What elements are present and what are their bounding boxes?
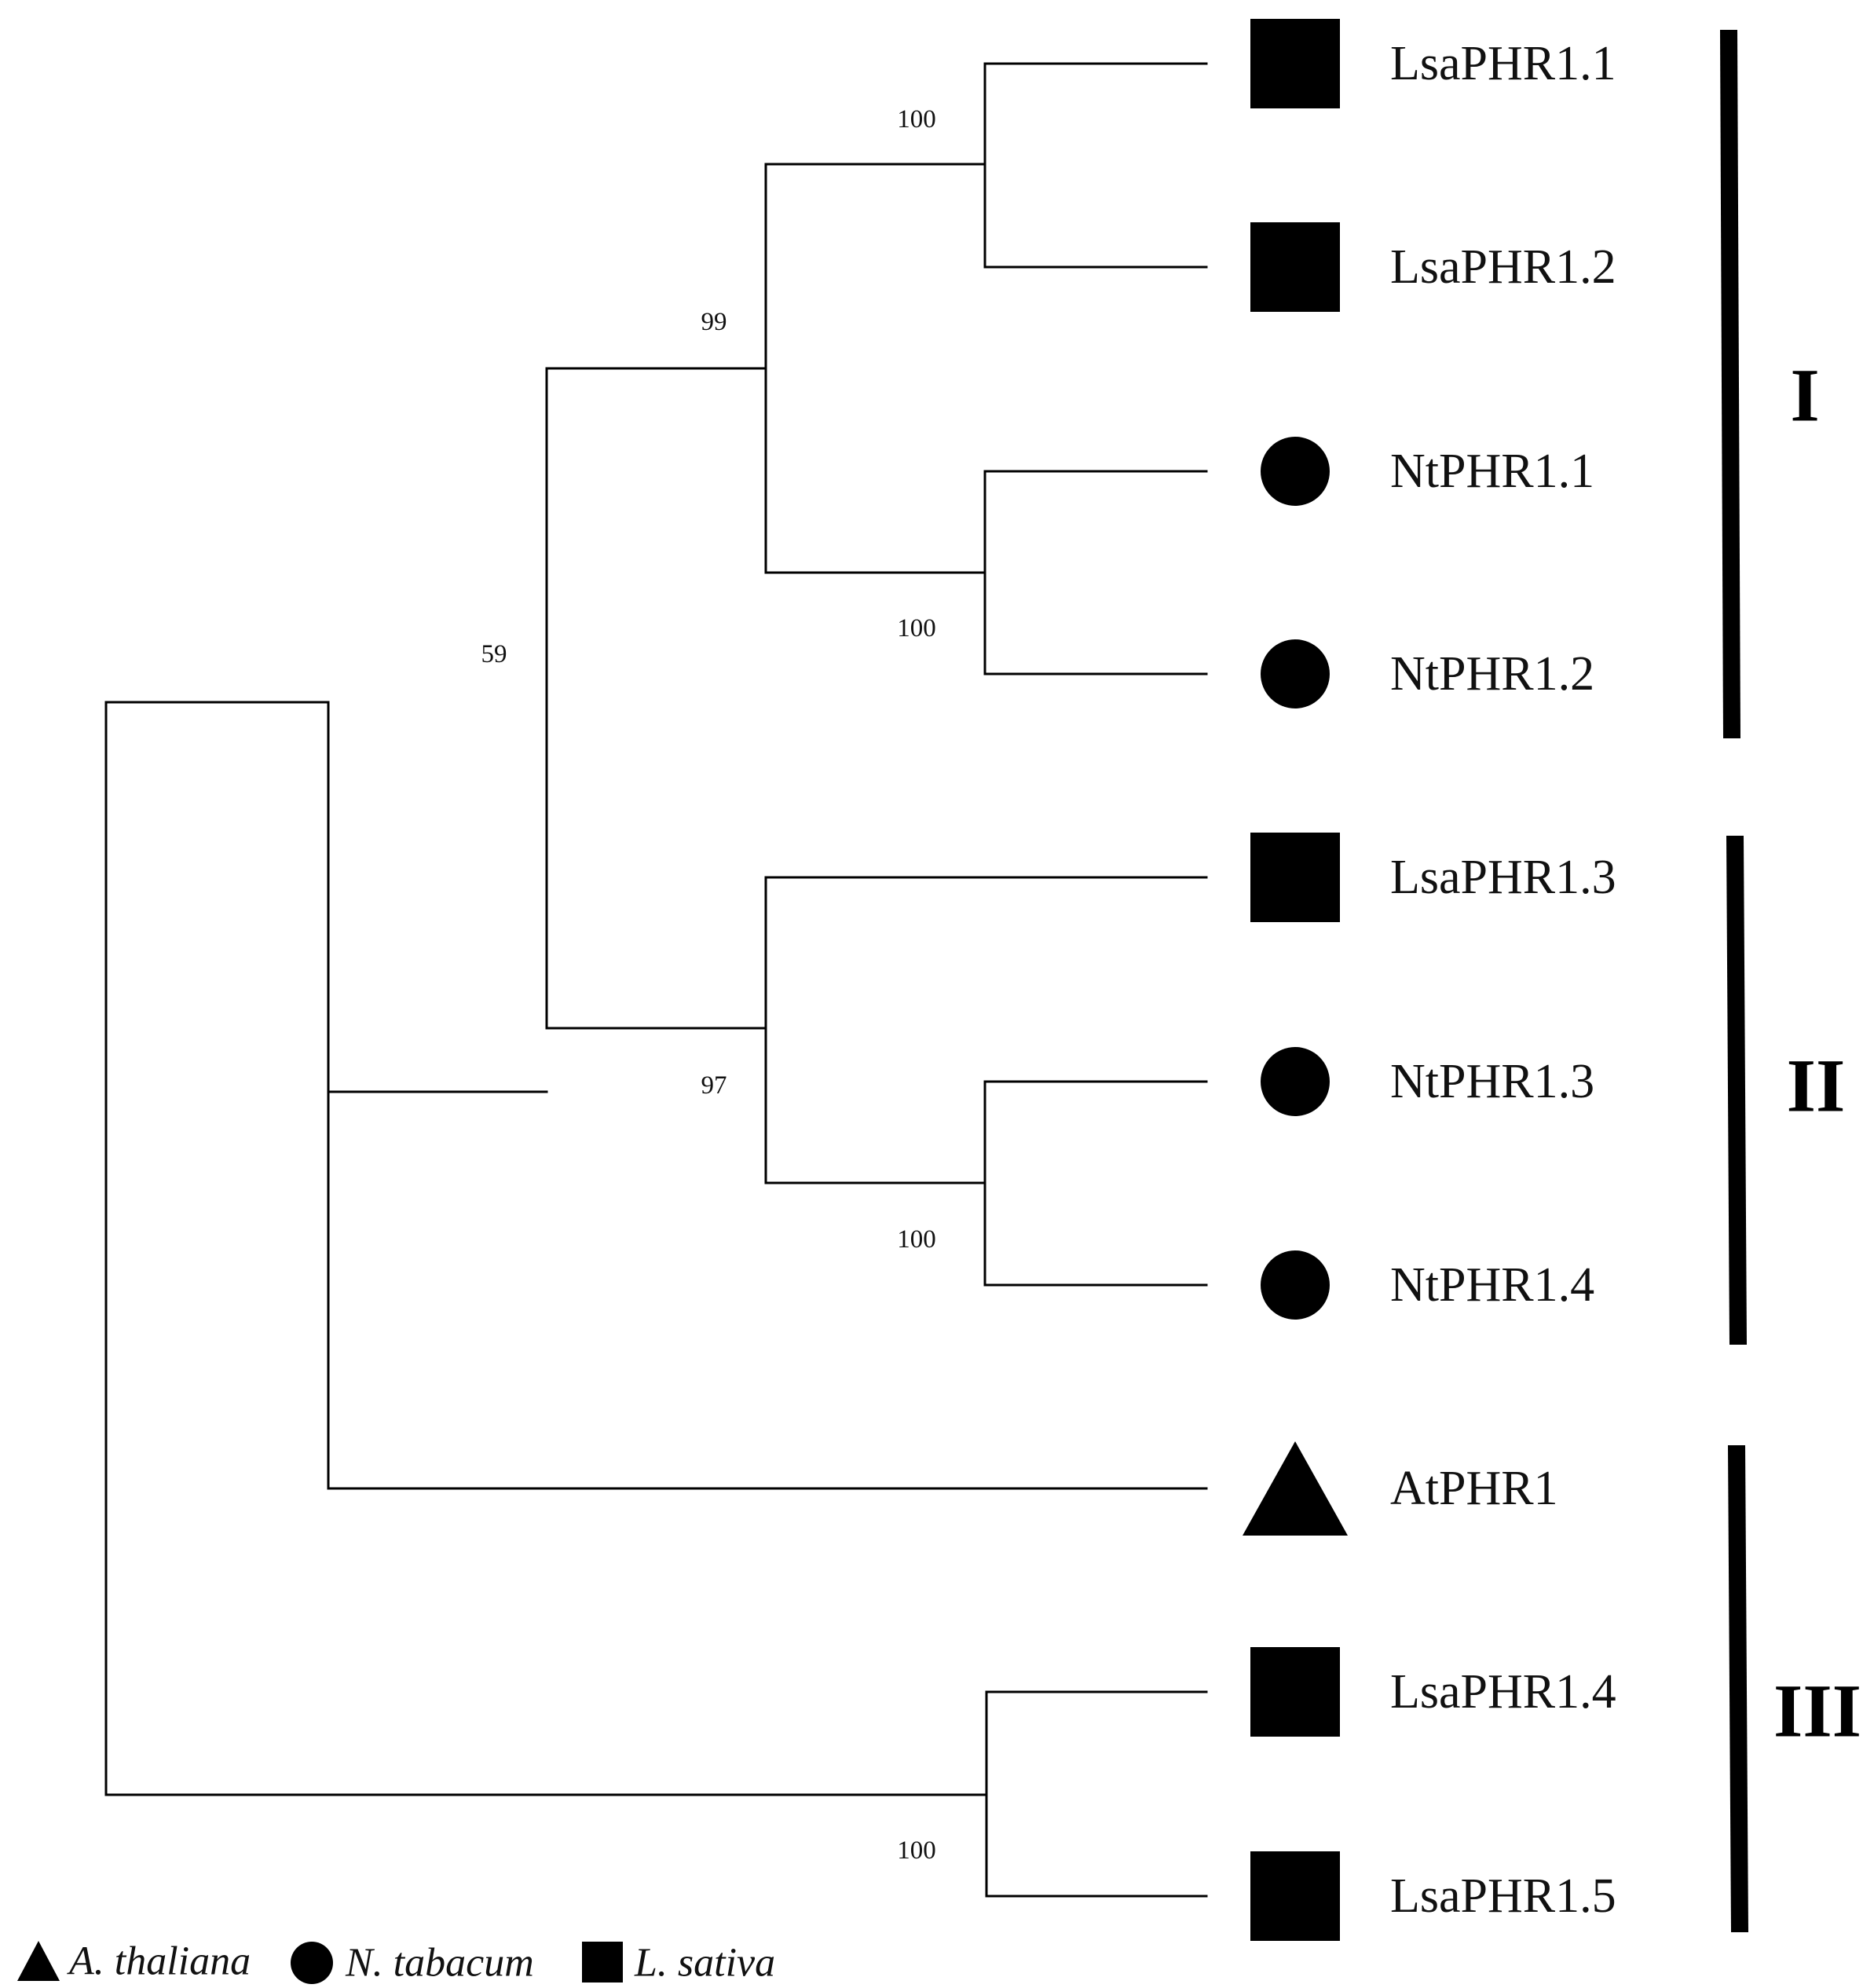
legend-label-a-thaliana: A. thaliana — [67, 1939, 251, 1984]
legend-label-n-tabacum: N. tabacum — [345, 1941, 534, 1986]
branch-node-f — [764, 876, 1208, 1184]
branch-node-c — [764, 163, 986, 574]
square-marker-icon — [1250, 1647, 1340, 1737]
bootstrap-values: 100 99 100 59 97 100 100 — [481, 105, 936, 1865]
leaf-labels: LsaPHR1.1 LsaPHR1.2 NtPHR1.1 NtPHR1.2 Ls… — [1390, 37, 1616, 1923]
triangle-legend-icon — [17, 1941, 60, 1981]
circle-marker-icon — [1261, 639, 1330, 708]
leaf-label: LsaPHR1.5 — [1390, 1869, 1616, 1923]
branch-node-g — [983, 1080, 1208, 1287]
triangle-marker-icon — [1243, 1441, 1348, 1536]
tree-branches — [104, 62, 1208, 1898]
branch-node-a — [327, 702, 1208, 1490]
square-marker-icon — [1250, 19, 1340, 108]
bootstrap-label: 100 — [897, 105, 936, 134]
species-markers — [1243, 19, 1348, 1941]
clade-bar-i — [1720, 30, 1740, 738]
branch-node-d — [983, 62, 1208, 269]
bootstrap-label: 100 — [897, 1225, 936, 1254]
leaf-label: NtPHR1.3 — [1390, 1055, 1594, 1108]
circle-legend-icon — [291, 1942, 333, 1984]
bootstrap-label: 100 — [897, 1836, 936, 1865]
square-marker-icon — [1250, 222, 1340, 312]
leaf-label: NtPHR1.4 — [1390, 1258, 1594, 1312]
bootstrap-label: 99 — [701, 308, 727, 336]
branch-node-e — [983, 470, 1208, 675]
species-legend: A. thaliana N. tabacum L. sativa — [17, 1939, 775, 1986]
legend-label-l-sativa: L. sativa — [634, 1941, 775, 1986]
bootstrap-label: 97 — [701, 1071, 727, 1100]
leaf-label: LsaPHR1.2 — [1390, 240, 1616, 294]
clade-brackets: I II III — [1720, 30, 1861, 1932]
bootstrap-label: 59 — [481, 640, 507, 668]
branch-node-h — [985, 1690, 1208, 1898]
square-marker-icon — [1250, 833, 1340, 922]
leaf-label: LsaPHR1.1 — [1390, 37, 1616, 90]
circle-marker-icon — [1261, 1047, 1330, 1116]
circle-marker-icon — [1261, 437, 1330, 506]
branch-node-b — [545, 367, 767, 1030]
clade-label-i: I — [1790, 353, 1819, 438]
leaf-label: LsaPHR1.4 — [1390, 1665, 1616, 1719]
circle-marker-icon — [1261, 1250, 1330, 1320]
square-marker-icon — [1250, 1851, 1340, 1941]
leaf-label: LsaPHR1.3 — [1390, 851, 1616, 904]
bootstrap-label: 100 — [897, 614, 936, 643]
leaf-label: NtPHR1.2 — [1390, 647, 1594, 701]
clade-bar-ii — [1726, 836, 1747, 1345]
leaf-label: AtPHR1 — [1390, 1462, 1558, 1515]
leaf-label: NtPHR1.1 — [1390, 445, 1594, 498]
clade-bar-iii — [1728, 1445, 1748, 1932]
branch-root — [104, 701, 988, 1796]
clade-label-ii: II — [1787, 1044, 1846, 1128]
square-legend-icon — [582, 1942, 623, 1983]
clade-label-iii: III — [1773, 1669, 1861, 1753]
